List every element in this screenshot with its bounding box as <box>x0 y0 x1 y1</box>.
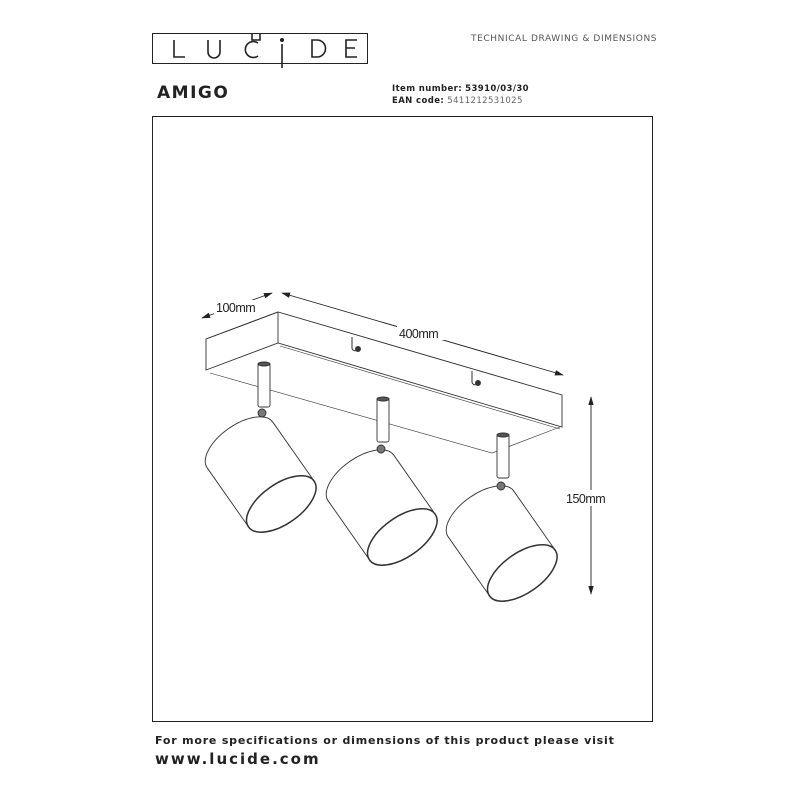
spotlight-1 <box>204 361 317 533</box>
product-meta: Item number: 53910/03/30 EAN code: 54112… <box>392 83 529 107</box>
spotlight-2 <box>325 396 438 566</box>
item-number: 53910/03/30 <box>465 84 529 94</box>
depth-dimension-label: 100mm <box>216 301 255 315</box>
spotlight-3 <box>445 432 558 602</box>
lucide-logo-lettering <box>173 33 357 68</box>
website-link[interactable]: www.lucide.com <box>155 750 321 768</box>
item-number-label: Item number: <box>392 84 463 94</box>
length-dimension-label: 400mm <box>399 327 438 341</box>
ean-code: 5411212531025 <box>447 96 523 106</box>
product-name: AMIGO <box>157 83 230 103</box>
drawing-frame <box>152 116 653 722</box>
height-dimension-label: 150mm <box>566 492 605 506</box>
document-type: TECHNICAL DRAWING & DIMENSIONS <box>471 34 658 44</box>
ean-label: EAN code: <box>392 96 445 106</box>
footer-note: For more specifications or dimensions of… <box>155 734 615 747</box>
